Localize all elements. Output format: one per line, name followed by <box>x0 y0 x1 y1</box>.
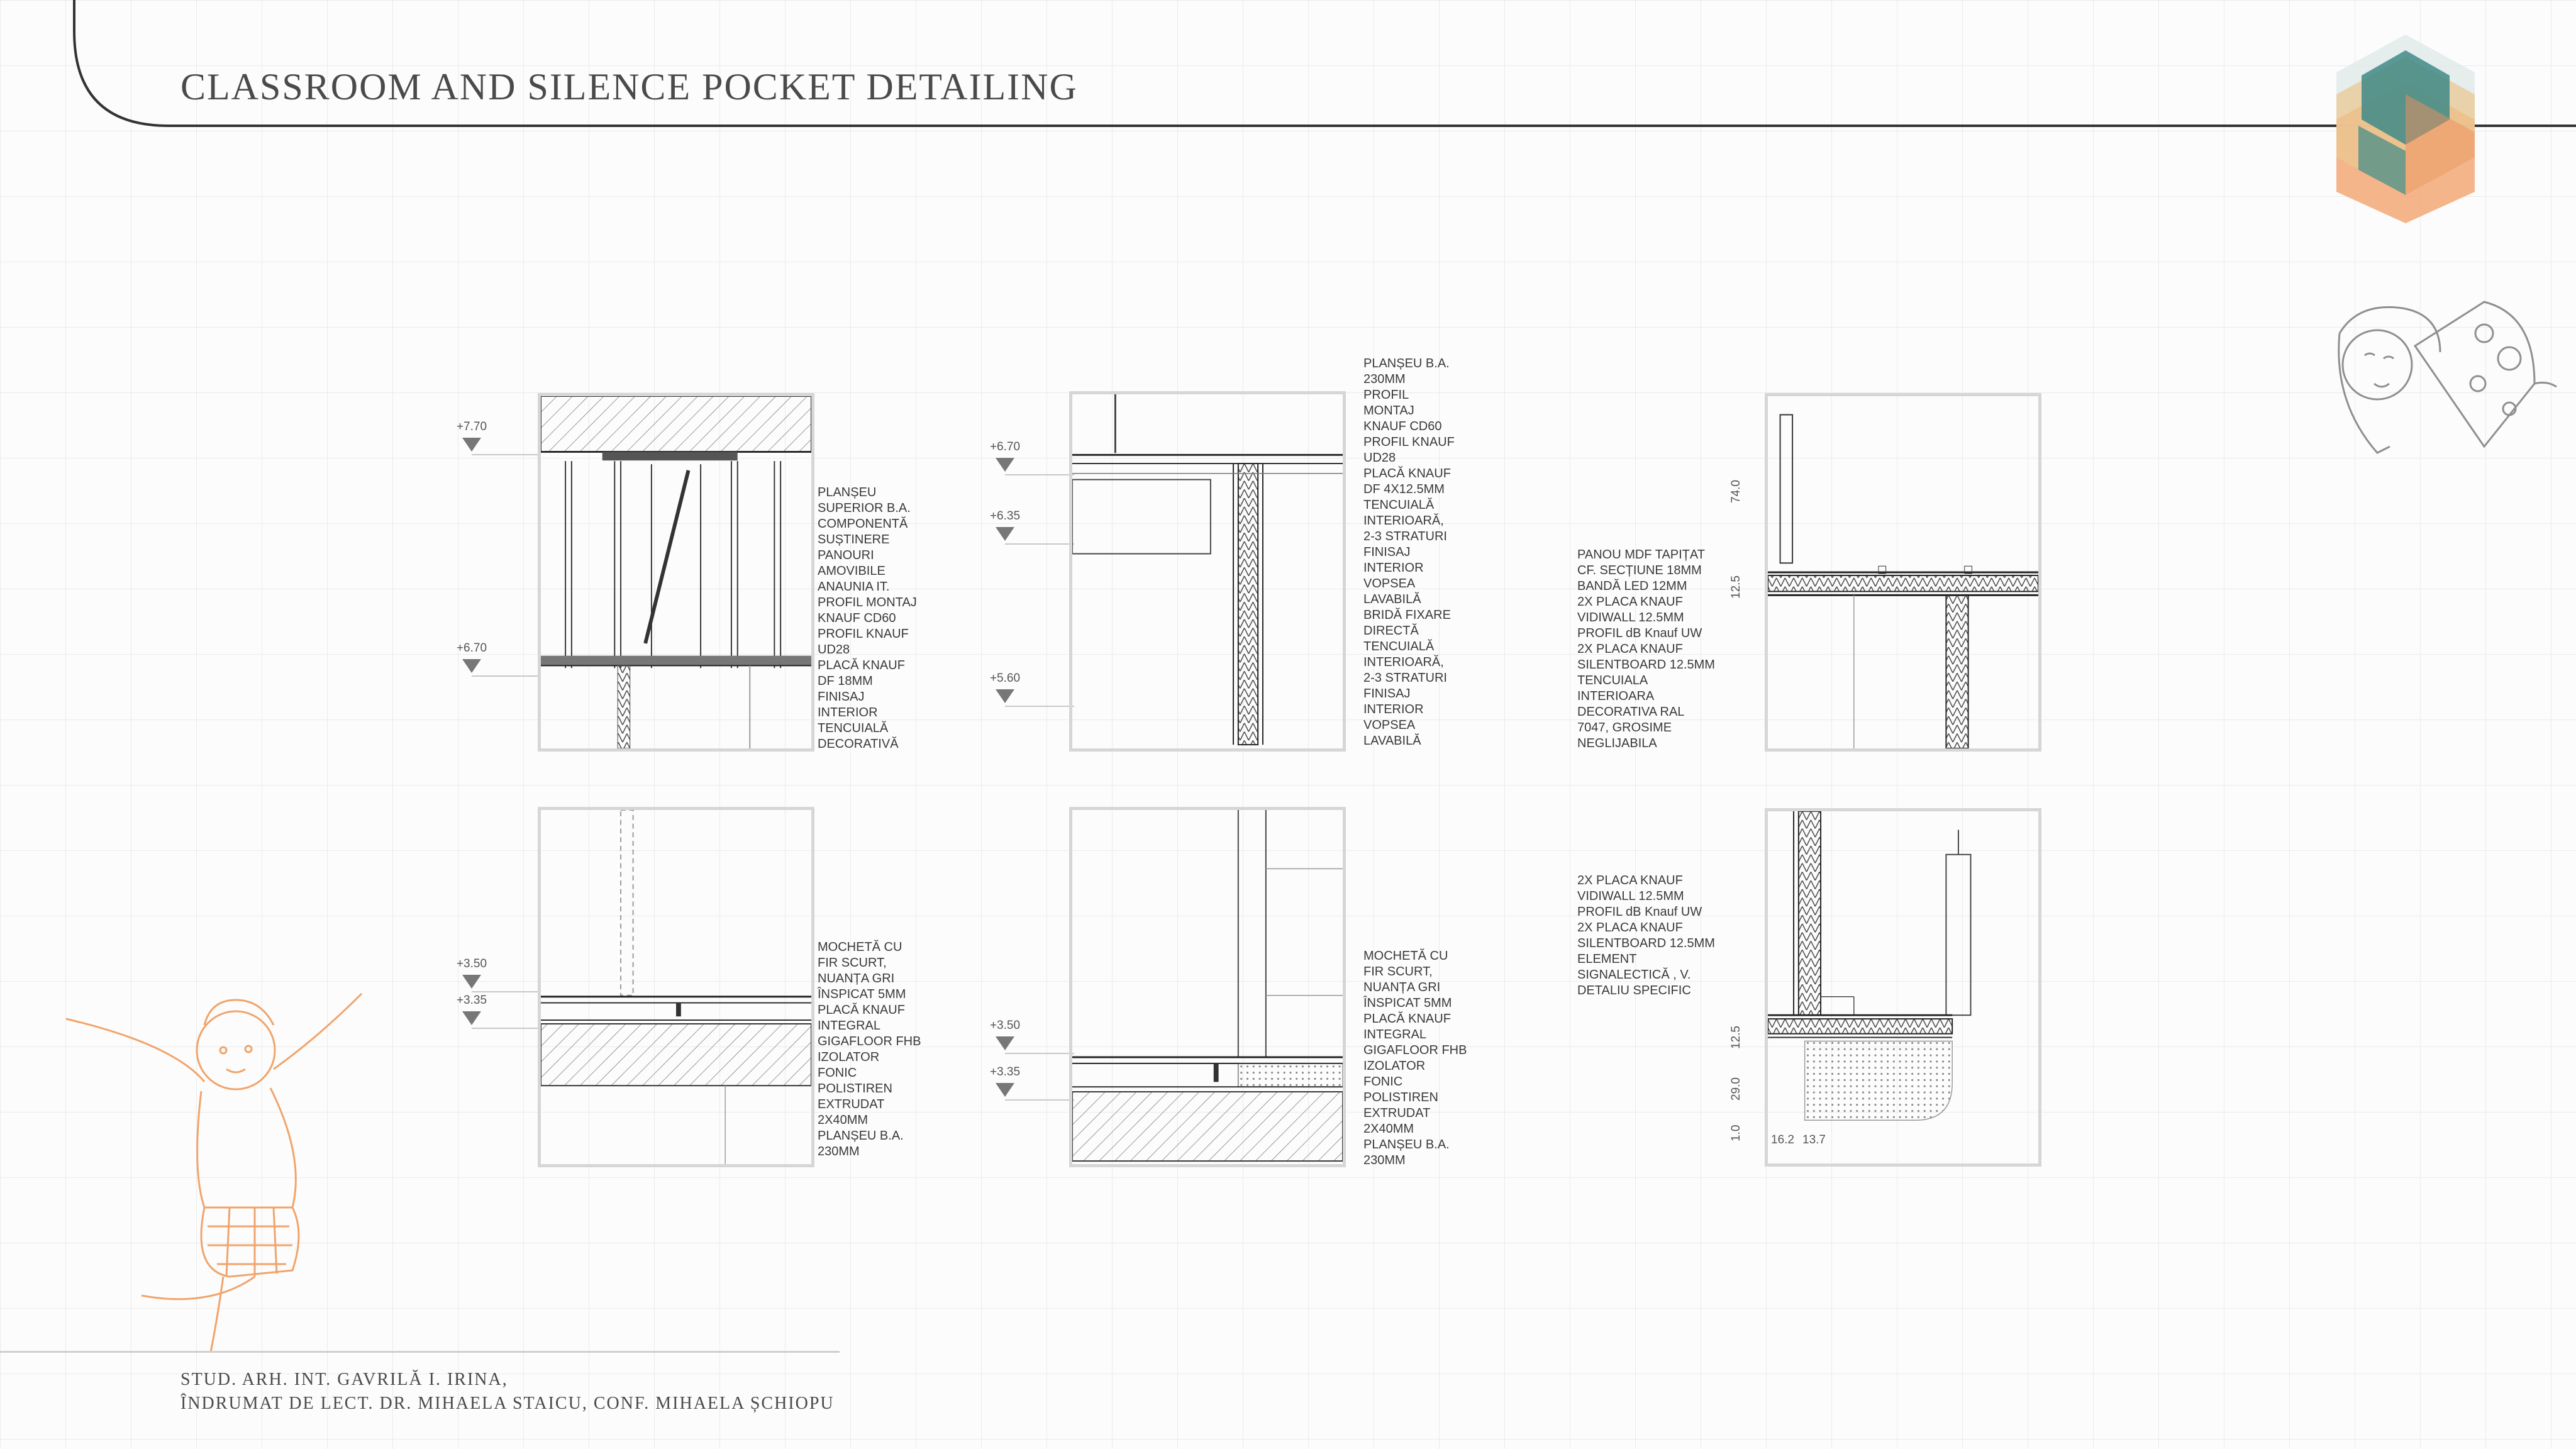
section-drawing <box>541 810 811 1164</box>
level-triangle-icon <box>996 527 1014 541</box>
dimension-label: 1.0 <box>1729 1124 1743 1141</box>
detail-panel-top-right <box>1765 393 2041 752</box>
detail-panel-bottom-left <box>538 807 814 1167</box>
footer-divider <box>0 1351 840 1353</box>
level-line <box>1005 543 1074 545</box>
hexagon-cube-logo-icon <box>2336 35 2475 223</box>
detail-panel-bottom-middle <box>1069 807 1346 1167</box>
level-marker: +3.35 <box>986 1065 1024 1097</box>
level-marker: +6.70 <box>986 440 1024 472</box>
dimension-label: 12.5 <box>1729 575 1743 599</box>
section-drawing <box>1072 810 1343 1162</box>
section-drawing <box>541 396 811 748</box>
level-line <box>1005 1053 1074 1054</box>
level-triangle-icon <box>996 1083 1014 1097</box>
dimension-label: 29.0 <box>1729 1077 1743 1101</box>
level-triangle-icon <box>996 1036 1014 1050</box>
dimension-label: 74.0 <box>1729 480 1743 503</box>
dimension-label: 12.5 <box>1729 1026 1743 1049</box>
level-marker: +3.35 <box>453 994 491 1025</box>
section-drawing <box>1768 811 1972 1121</box>
level-line <box>1005 706 1074 707</box>
level-marker: +6.35 <box>986 509 1024 541</box>
detail-panel-bottom-right <box>1765 808 2041 1167</box>
level-triangle-icon <box>462 659 481 673</box>
credits-line-2: ÎNDRUMAT DE LECT. DR. MIHAELA STAICU, CO… <box>180 1394 835 1413</box>
level-marker: +3.50 <box>986 1019 1024 1050</box>
level-line <box>1005 474 1074 475</box>
level-line <box>1005 1099 1074 1101</box>
detail-panel-top-left <box>538 393 814 752</box>
level-triangle-icon <box>462 438 481 452</box>
level-triangle-icon <box>996 458 1014 472</box>
section-drawing <box>1072 394 1343 746</box>
level-marker: +3.50 <box>453 957 491 989</box>
level-marker: +5.60 <box>986 672 1024 703</box>
section-drawing <box>1768 414 2038 748</box>
sketch-child-with-cheese-icon <box>2338 301 2557 454</box>
level-triangle-icon <box>462 1011 481 1025</box>
level-line <box>472 991 541 992</box>
sketch-dancing-child-icon <box>65 992 363 1353</box>
dimension-label: 13.7 <box>1802 1133 1826 1146</box>
level-marker: +6.70 <box>453 641 491 673</box>
level-triangle-icon <box>462 975 481 989</box>
credits-line-1: STUD. ARH. INT. GAVRILĂ I. IRINA, <box>180 1370 508 1389</box>
dimension-label: 16.2 <box>1771 1133 1794 1146</box>
credits: STUD. ARH. INT. GAVRILĂ I. IRINA, ÎNDRUM… <box>180 1368 835 1416</box>
level-marker: +7.70 <box>453 420 491 452</box>
page-title: CLASSROOM AND SILENCE POCKET DETAILING <box>180 66 1078 108</box>
level-triangle-icon <box>996 689 1014 703</box>
level-line <box>472 675 541 677</box>
level-line <box>472 454 541 455</box>
detail-panel-top-middle <box>1069 391 1346 752</box>
level-line <box>472 1028 541 1029</box>
